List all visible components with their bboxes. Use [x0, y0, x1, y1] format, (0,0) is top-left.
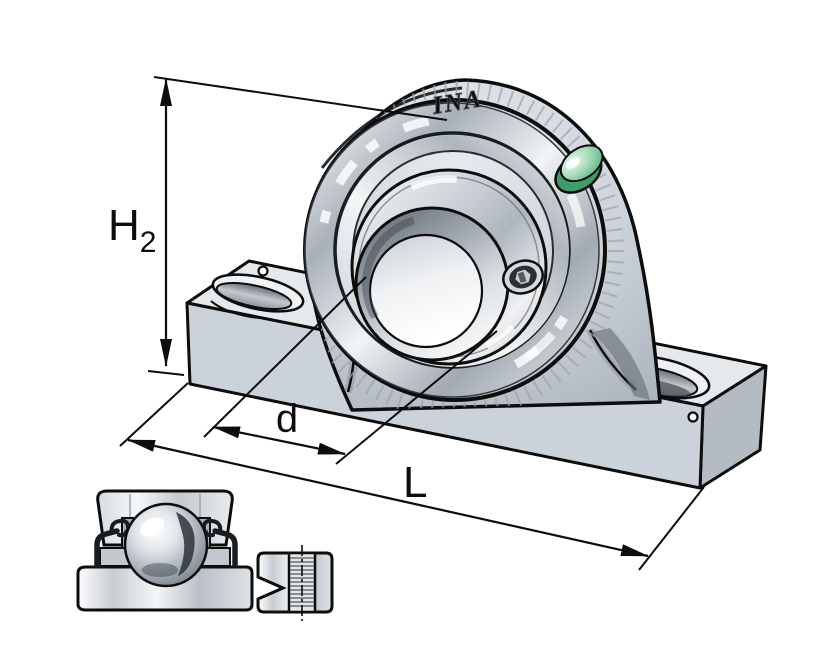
dim-label-h2: H2: [108, 201, 156, 259]
bearing-outer-ring: [304, 102, 600, 398]
dim-l-ext-left: [119, 382, 189, 447]
dim-h2-ext-top: [153, 76, 448, 121]
section-grub-screw: [287, 545, 317, 621]
bolt-slot-left: [210, 273, 305, 319]
dim-l-line: [127, 438, 649, 558]
dim-h2-ext-bottom: [147, 370, 185, 376]
dim-d-ext-1: [203, 276, 367, 438]
pin-hole-left: [257, 265, 269, 277]
section-view: [76, 489, 334, 621]
pin-hole-right: [687, 411, 699, 423]
housing-ring-face: [310, 81, 624, 410]
lube-plug-icon: [554, 144, 604, 194]
dim-label-d: d: [276, 397, 298, 441]
section-ball: [123, 502, 209, 588]
dim-l-ext-right: [638, 486, 705, 571]
section-base: [76, 565, 254, 612]
shaft-bore: [354, 206, 510, 362]
dimension-lines: [119, 76, 705, 571]
dim-label-l: L: [403, 458, 427, 507]
set-screw: [502, 259, 544, 295]
